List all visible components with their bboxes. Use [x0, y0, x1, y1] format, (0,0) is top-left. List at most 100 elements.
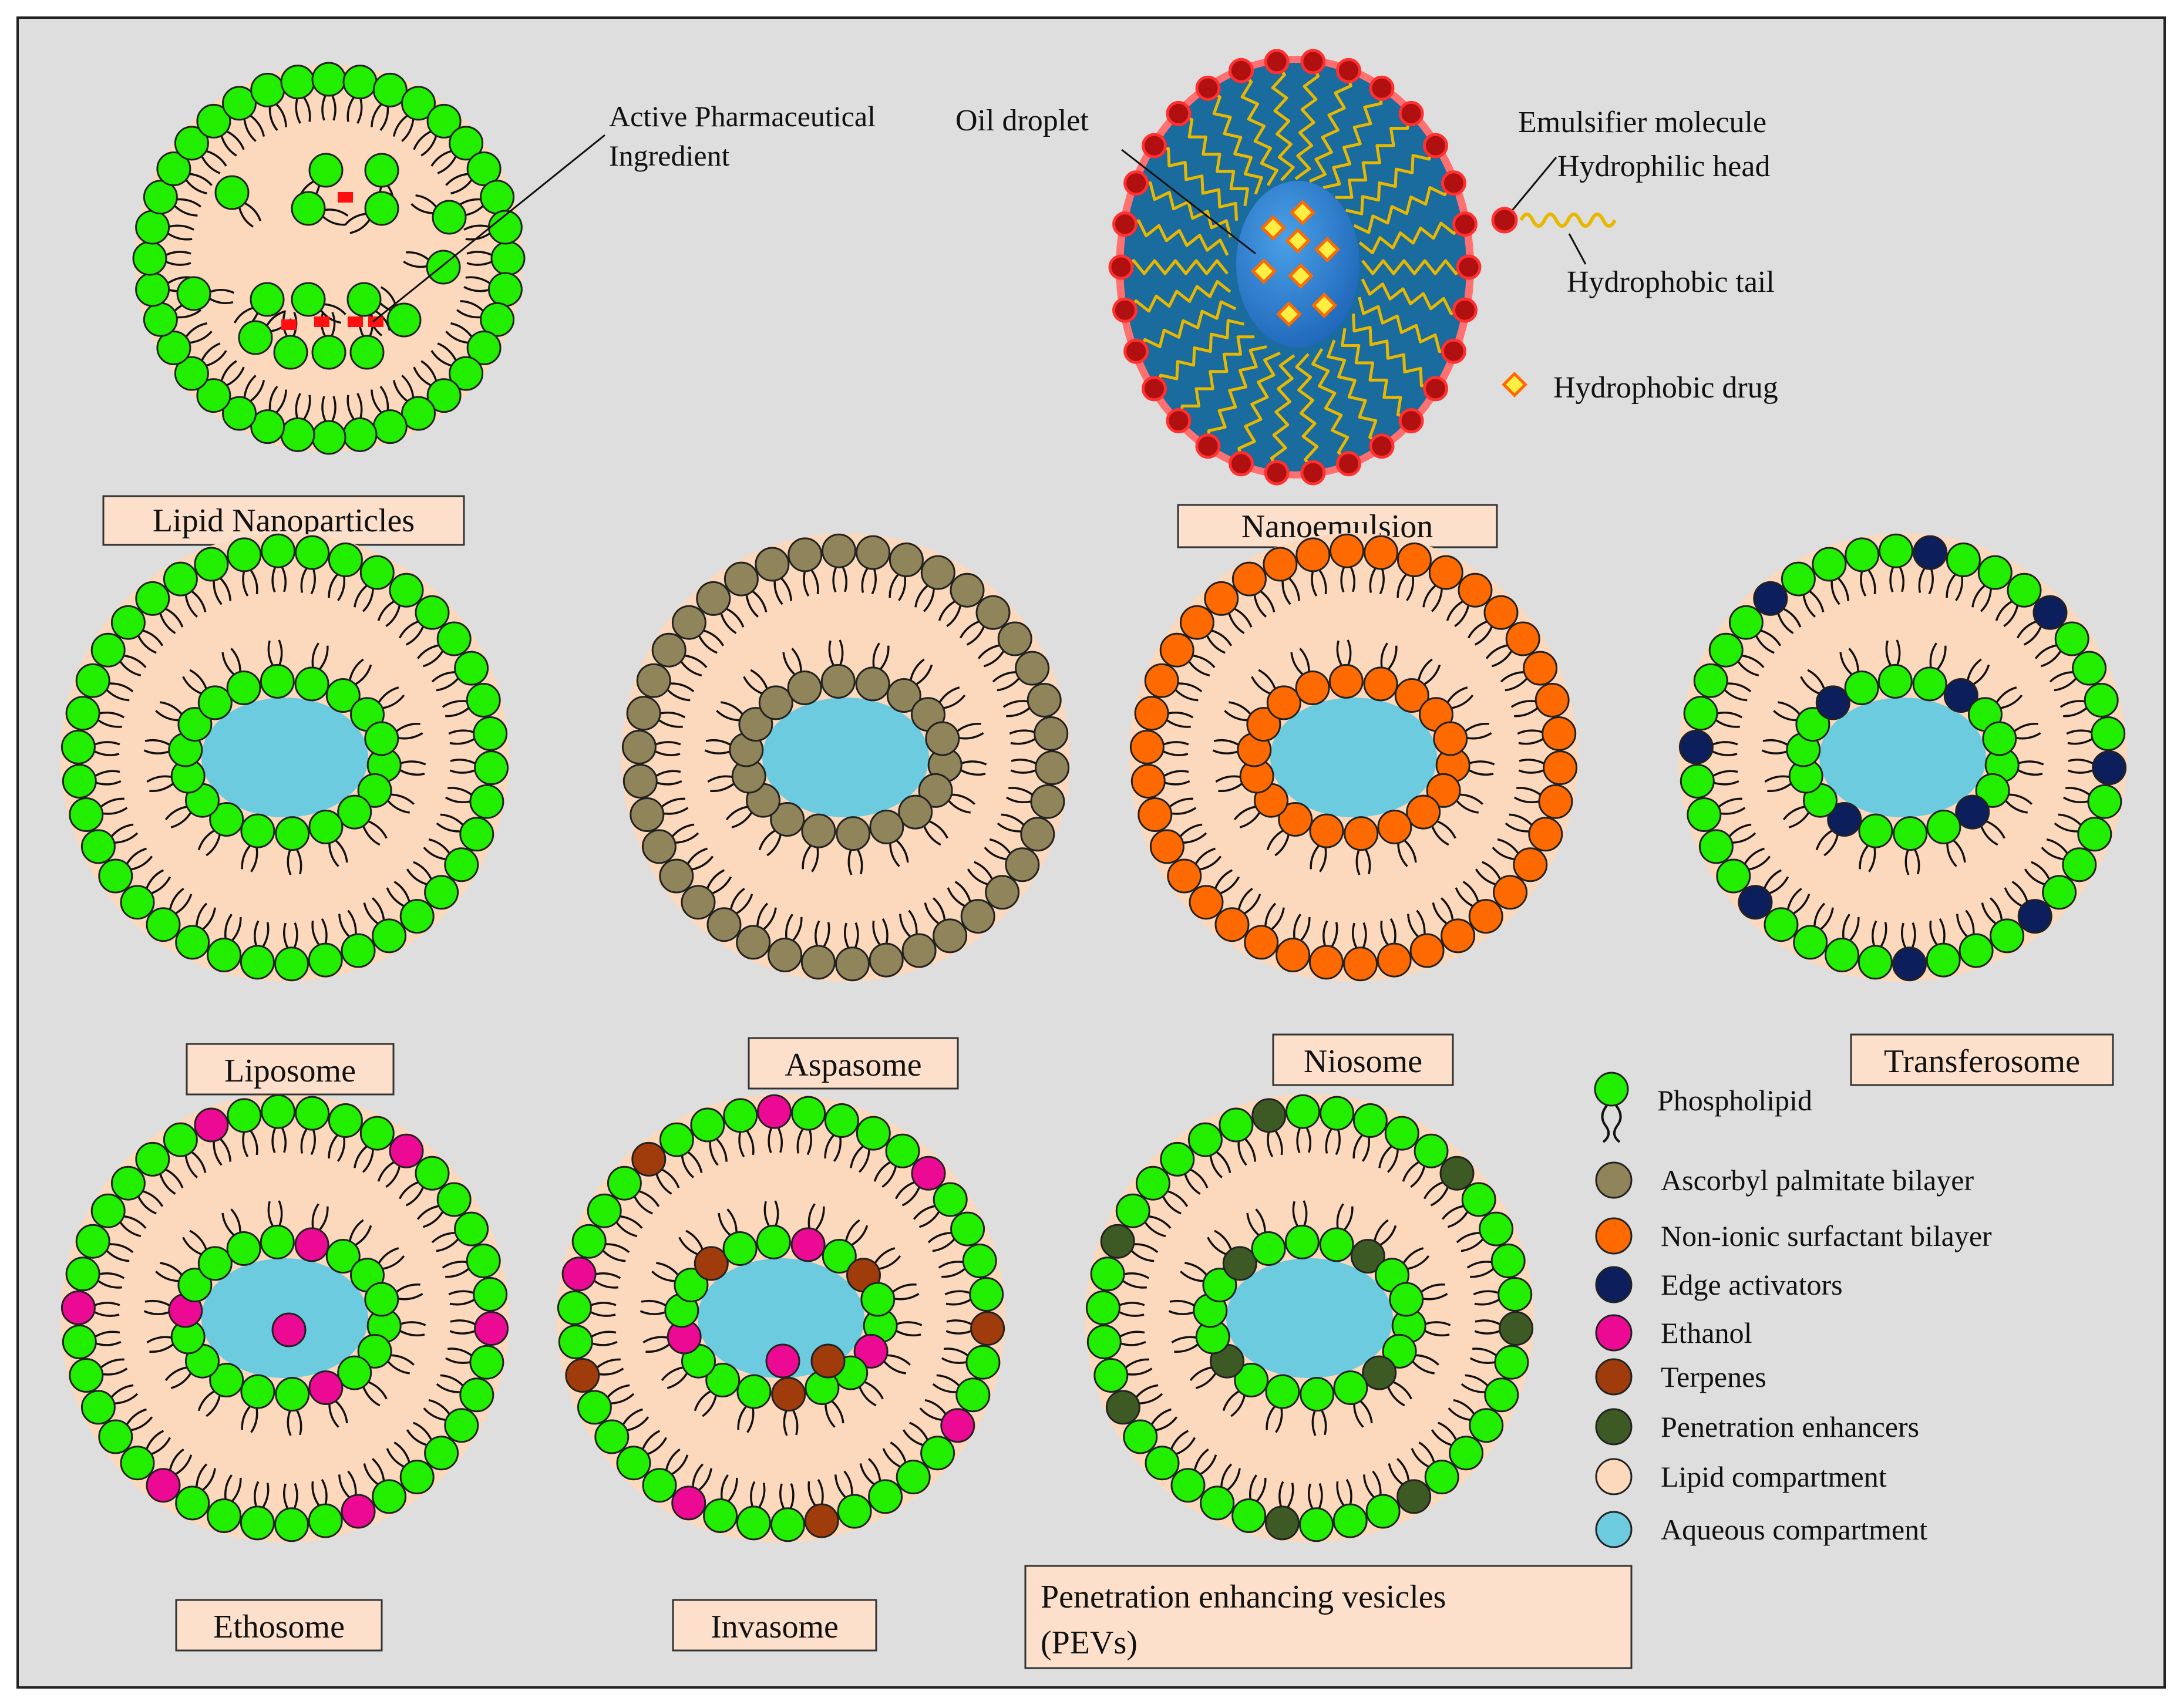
lipid-tail — [1178, 682, 1203, 693]
phospholipid-head — [1975, 773, 2010, 808]
lipid-tail — [889, 843, 900, 867]
lipid-tail — [185, 322, 207, 338]
surfactant-head — [1263, 547, 1298, 582]
lipid-tail — [100, 1358, 124, 1369]
lipid-tail — [1880, 922, 1887, 947]
lipid-tail — [420, 360, 438, 381]
lipid-tail — [266, 310, 287, 326]
legend: Phospholipid Ascorbyl palmitate bilayerN… — [1594, 1072, 1992, 1548]
lipid-tail — [1344, 1206, 1354, 1231]
phospholipid-head — [1795, 707, 1830, 742]
lipid-tail — [1379, 1225, 1397, 1246]
lipid-tail — [1251, 676, 1271, 695]
phospholipid-head — [1490, 1244, 1526, 1278]
lipid-tail — [165, 608, 184, 628]
phospholipid-head — [594, 1419, 630, 1454]
pevs-label-line2: (PEVs) — [1041, 1625, 1138, 1661]
phospholipid-head — [426, 103, 462, 139]
lipid-tail — [159, 613, 176, 634]
lipid-tail — [254, 1481, 260, 1507]
transferosome-label-box: Transferosome — [1850, 1033, 2114, 1086]
lipid-tail — [1163, 770, 1189, 777]
lipid-tail — [2066, 729, 2092, 735]
lipid-tail — [1336, 1481, 1345, 1506]
lipid-tail — [845, 1219, 860, 1241]
lipid-tail — [420, 136, 438, 157]
lipid-tail — [1447, 1211, 1469, 1228]
lipid-tail — [220, 577, 231, 601]
phospholipid-head — [372, 409, 408, 444]
lipid-tail — [932, 1383, 957, 1393]
ascorbyl-head — [800, 945, 836, 980]
lipid-tail — [655, 1174, 672, 1195]
lipid-tail — [1206, 635, 1226, 654]
ascorbyl-head — [758, 685, 793, 720]
emulsifier-head — [1452, 297, 1478, 323]
lipid-tail — [242, 1132, 249, 1157]
lipid-tail — [271, 567, 277, 593]
lipid-tail — [1194, 847, 1216, 865]
lipid-tail — [311, 642, 319, 668]
phospholipid-head — [1958, 933, 1994, 968]
surfactant-head — [1276, 938, 1311, 972]
niosome — [1129, 533, 1578, 982]
lipid-tail — [664, 807, 689, 815]
surfactant-head — [1144, 663, 1179, 698]
lipid-tail — [1773, 710, 1797, 722]
phospholipid-head — [341, 933, 376, 968]
lipid-tail — [774, 1200, 779, 1226]
ascorbyl-circle-icon — [1595, 1161, 1633, 1199]
emulsifier-tail — [1361, 259, 1468, 275]
lipid-tail — [328, 1404, 339, 1428]
lipid-tail — [923, 588, 935, 612]
emulsifier-head — [1229, 451, 1254, 477]
lipid-tail — [1163, 741, 1189, 746]
lipid-tail — [422, 1211, 444, 1228]
lipid-tail — [1331, 922, 1338, 947]
phospholipid-head — [1879, 533, 1913, 568]
lipid-tail — [945, 1299, 971, 1306]
lipid-tail — [913, 1205, 935, 1220]
phospholipid-head — [194, 547, 229, 582]
lipid-tail — [1189, 1366, 1212, 1382]
emulsifier-tail — [1179, 335, 1255, 420]
lipid-tail — [1965, 909, 1975, 934]
phospholipid-head — [469, 784, 504, 819]
lipid-tail — [2000, 694, 2023, 709]
phospholipid-head — [1449, 1436, 1484, 1471]
ascorbyl-head — [736, 925, 771, 960]
lipid-tail — [1363, 1474, 1375, 1498]
phospholipid-head — [135, 210, 170, 245]
lipid-tail — [1168, 1310, 1194, 1315]
lipid-tail — [746, 1408, 755, 1433]
phospholipid-head — [2062, 847, 2097, 882]
hydrophobic-drug-marker — [1285, 228, 1311, 254]
lipid-tail — [1967, 658, 1982, 680]
lipid-tail — [379, 106, 389, 131]
lipid-tail — [1168, 711, 1194, 719]
lipid-tail — [642, 1336, 668, 1343]
lipid-tail — [1224, 710, 1248, 722]
phospholipid-head — [1333, 1370, 1368, 1405]
ascorbyl-head — [835, 946, 870, 982]
edge-activator-head — [2092, 750, 2127, 786]
phospholipid-head — [325, 1239, 361, 1274]
lipid-tail — [445, 173, 469, 186]
surfactant-head — [1543, 750, 1578, 786]
lipid-tail — [377, 1161, 395, 1182]
lipid-tail — [872, 642, 880, 668]
phospholipid-head — [399, 899, 435, 934]
phospholipid-head — [1414, 1133, 1449, 1168]
emulsifier-tail — [1341, 328, 1411, 420]
lipid-tail — [1848, 648, 1859, 672]
surfactant-head — [1149, 829, 1184, 864]
phospholipid-head — [1389, 1282, 1424, 1317]
phospholipid-head — [756, 1224, 791, 1259]
emulsifier-head — [1108, 254, 1134, 280]
ascorbyl-head — [822, 533, 856, 568]
phospholipid-head — [110, 1165, 146, 1201]
surfactant-head — [1363, 666, 1398, 702]
lipid-tail — [1767, 783, 1792, 793]
lipid-tail — [2024, 868, 2045, 885]
lipid-tail — [815, 920, 820, 946]
